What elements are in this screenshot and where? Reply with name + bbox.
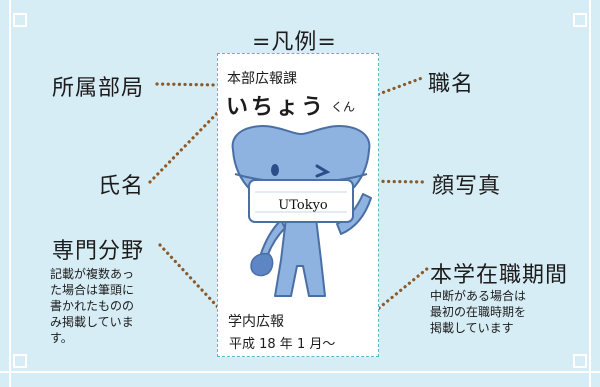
corner-ornaments	[13, 13, 587, 368]
label-job-title: 職名	[428, 72, 475, 97]
label-name: 氏名	[98, 174, 145, 199]
card-specialty: 学内広報	[228, 314, 284, 330]
note-specialty: 記載が複数あっ た場合は筆頭に 書かれたものの み掲載していま す。	[50, 267, 135, 345]
card-honorific: くん	[331, 100, 356, 114]
card-department: 本部広報課	[227, 71, 297, 87]
label-photo: 顔写真	[432, 174, 502, 199]
label-specialty: 専門分野	[52, 239, 145, 264]
label-department: 所属部局	[52, 76, 145, 101]
label-tenure: 本学在職期間	[430, 263, 569, 288]
mask-text: UTokyo	[278, 198, 328, 213]
mascot-photo-illustration	[231, 125, 372, 297]
card-name: いちょう	[226, 95, 327, 120]
note-tenure: 中断がある場合は 最初の在職時期を 掲載しています	[430, 289, 527, 335]
card-tenure: 平成 18 年 1 月〜	[229, 337, 336, 352]
legend-title: =凡例=	[252, 30, 337, 55]
